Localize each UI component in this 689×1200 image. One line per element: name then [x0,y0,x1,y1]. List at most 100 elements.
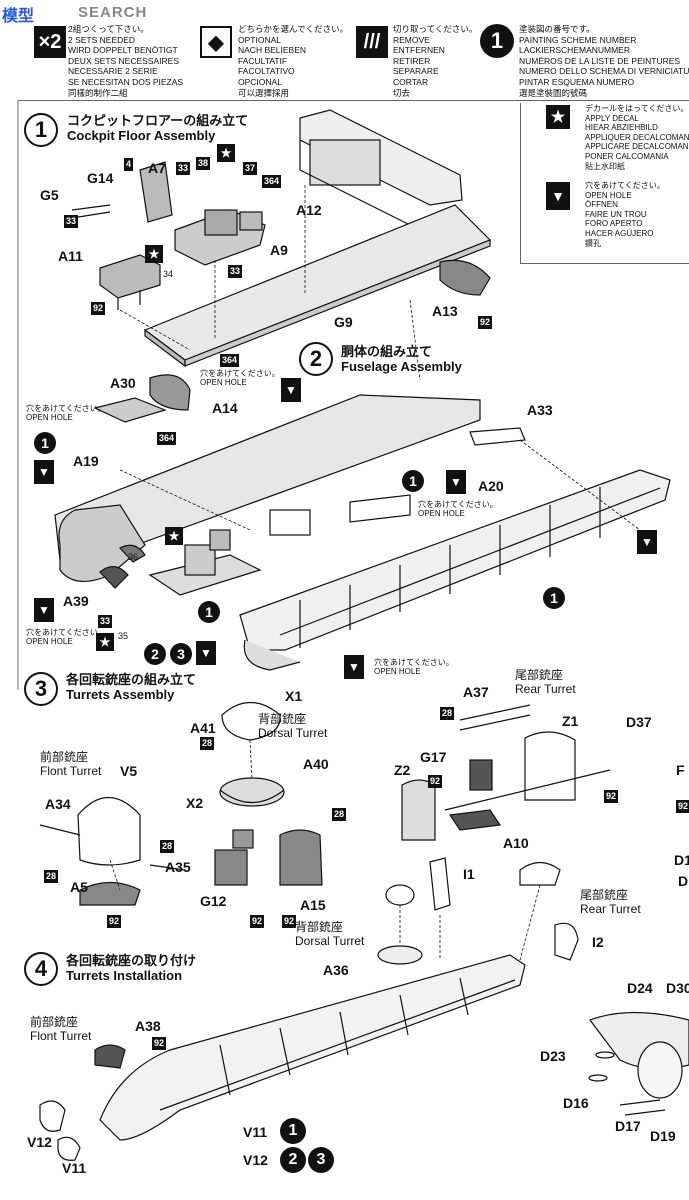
label-x1: X1 [285,688,303,704]
color-tag: 364 [220,354,240,367]
decal-star-icon: ★ [145,245,163,263]
part-fuselage [54,394,671,671]
label-g14: G14 [87,170,114,186]
cropped-letter: D1 [674,852,689,868]
label-a12: A12 [296,202,322,218]
color-tag: 92 [107,915,122,928]
label-d23: D23 [540,1048,566,1064]
legend-remove-text: 切り取ってください。 REMOVE ENTFERNEN RETIRER SEPA… [393,24,478,98]
cropped-tag: 92 [676,800,689,813]
color-tag: 4 [124,158,134,171]
open-hole-jp: 穴をあけてください。 [26,628,106,637]
step-3-title: 各回転銃座の組み立て Turrets Assembly [66,672,196,702]
label-x2: X2 [186,795,204,811]
label-a30: A30 [110,375,136,391]
open-hole-note: 穴をあけてください。 OPEN HOLE [200,369,280,387]
caption-en: Rear Turret [580,902,641,916]
label-a33: A33 [527,402,553,418]
label-v5: V5 [120,763,138,779]
label-d16: D16 [563,1095,589,1111]
label-g9: G9 [334,314,353,330]
open-hole-icon: ▼ [446,470,466,494]
label-a20: A20 [478,478,504,494]
open-hole-icon: ▼ [196,641,216,665]
open-hole-en: OPEN HOLE [418,509,465,518]
label-g17: G17 [420,749,447,765]
color-tag: 92 [604,790,619,803]
painting-scheme-icon: 2 [144,643,166,665]
open-hole-icon: ▼ [34,598,54,622]
part-g9-floor [143,204,492,368]
color-tag: 364 [262,175,282,188]
caption-front-turret-4: 前部銃座 Flont Turret [30,1015,91,1043]
step-1-title: コクピットフロアーの組み立て Cockpit Floor Assembly [67,113,248,143]
label-a37: A37 [463,684,489,700]
side-legend-decal-text: デカールをはってください。 APPLY DECAL HIEAR ABZIEHBI… [585,104,689,171]
label-a11: A11 [58,248,83,264]
color-tag: 33 [64,215,79,228]
step-4-badge: 4 [24,952,58,986]
caption-jp: 前部銃座 [40,750,89,764]
label-z1: Z1 [562,713,579,729]
color-tag: 28 [200,737,215,750]
painting-scheme-icon: 1 [402,470,424,492]
painting-scheme-icon: 1 [34,432,56,454]
step-3-title-jp: 各回転銃座の組み立て [66,672,197,687]
part-a11-base [99,254,161,310]
caption-en: Flont Turret [40,764,102,778]
open-hole-icon: ▼ [281,378,301,402]
label-a15: A15 [300,897,326,913]
label-v12: V12 [243,1152,268,1168]
remove-icon: /// [356,26,388,58]
step-1-title-jp: コクピットフロアーの組み立て [67,113,249,128]
cropped-letter: F [676,762,685,778]
painting-scheme-icon: 1 [480,24,514,58]
color-tag: 28 [160,840,175,853]
open-hole-jp: 穴をあけてください。 [200,369,280,378]
open-hole-icon: ▼ [34,460,54,484]
legend-optional-text: どちらかを選んでください。 OPTIONAL NACH BELIEBEN FAC… [238,24,349,98]
step-3-title-en: Turrets Assembly [66,687,175,702]
painting-scheme-icon: 3 [170,643,192,665]
caption-rear-turret: 尾部銃座 Rear Turret [515,668,576,696]
label-a36: A36 [323,962,349,978]
color-tag: 364 [157,432,177,445]
label-i2: I2 [592,934,604,950]
label-a13: A13 [432,303,458,319]
color-tag: 33 [228,265,243,278]
caption-rear-turret-4: 尾部銃座 Rear Turret [580,888,641,916]
caption-en: Rear Turret [515,682,576,696]
label-g12: G12 [200,893,227,909]
caption-jp: 尾部銃座 [580,888,629,902]
open-hole-en: OPEN HOLE [26,413,73,422]
caption-front-turret: 前部銃座 Flont Turret [40,750,101,778]
label-d30: D30 [666,980,689,996]
decal-number: 34 [163,269,174,279]
painting-scheme-icon: 1 [543,587,565,609]
open-hole-note: 穴をあけてください。 OPEN HOLE [26,404,106,422]
cropped-letter: D [678,873,689,889]
label-v11-left: V11 [62,1160,87,1176]
open-hole-jp: 穴をあけてください。 [374,658,454,667]
side-legend-hole-text: 穴をあけてください。 OPEN HOLE ÖFFNEN FAIRE UN TRO… [585,181,665,248]
watermark-logo: 模型 [2,8,35,25]
decal-star-icon: ★ [165,527,183,545]
label-a9: A9 [270,242,288,258]
side-legend-box [520,103,689,264]
caption-en: Dorsal Turret [258,726,328,740]
label-z2: Z2 [394,762,411,778]
label-d24: D24 [627,980,653,996]
open-hole-note: 穴をあけてください。 OPEN HOLE [418,500,498,518]
painting-scheme-icon: 3 [308,1147,334,1173]
color-tag: 28 [440,707,455,720]
decal-star-icon: ★ [217,144,235,162]
open-hole-jp: 穴をあけてください。 [418,500,498,509]
label-a19: A19 [73,453,99,469]
color-tag: 37 [243,162,258,175]
caption-jp: 前部銃座 [30,1015,79,1029]
open-hole-en: OPEN HOLE [26,637,73,646]
label-a5: A5 [70,879,88,895]
step-2-title-en: Fuselage Assembly [341,359,462,374]
caption-jp: 背部銃座 [258,712,307,726]
